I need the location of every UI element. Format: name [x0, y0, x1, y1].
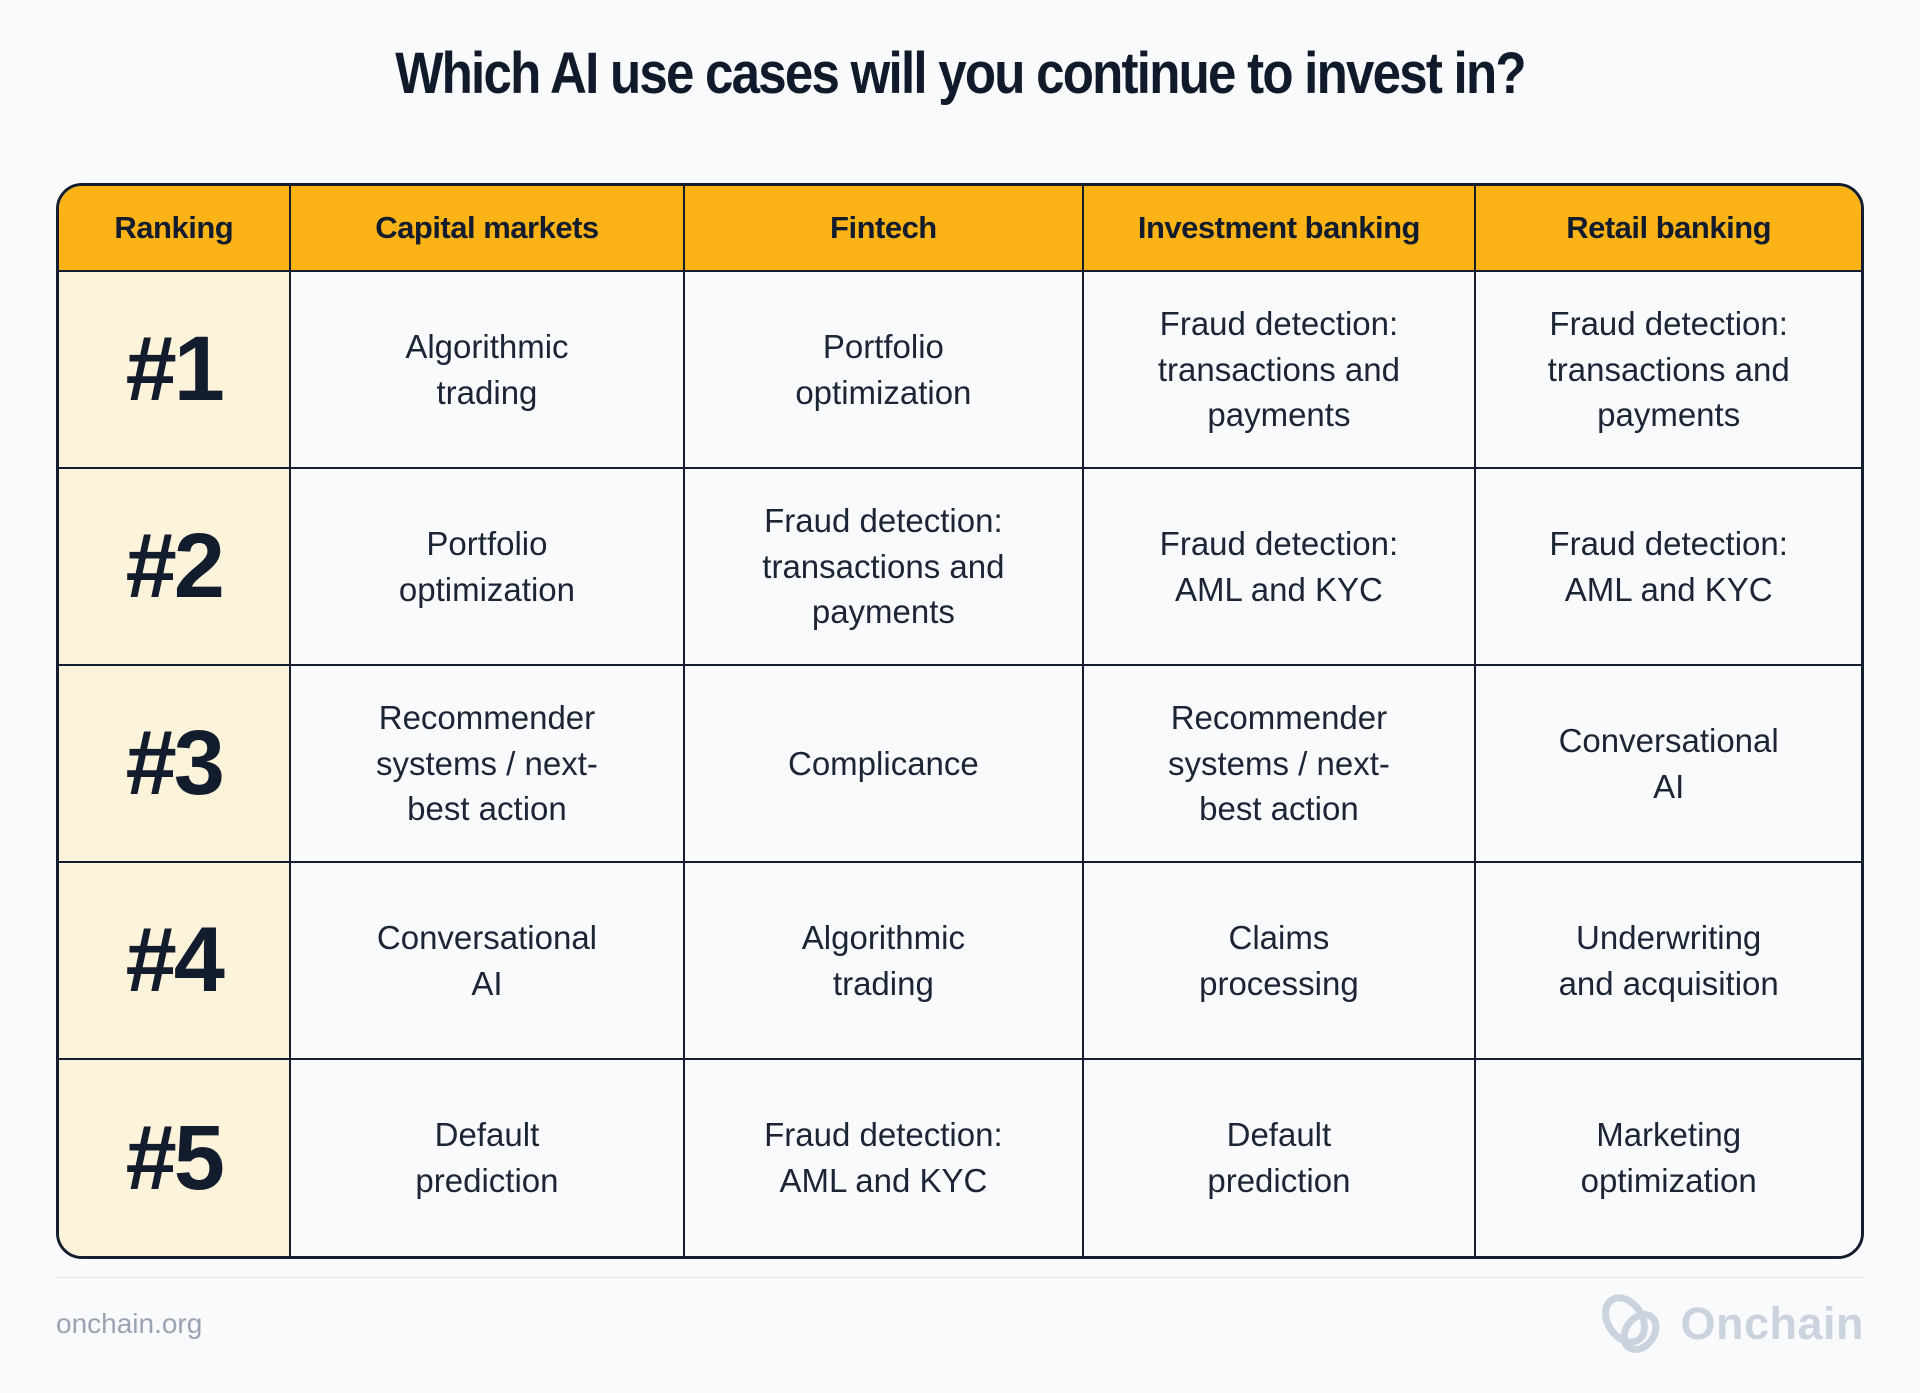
cell-r5-capital-markets: Default prediction — [288, 1058, 686, 1256]
rank-cell-3: #3 — [59, 664, 291, 863]
cell-r2-investment-banking: Fraud detection: AML and KYC — [1081, 467, 1477, 666]
rank-cell-4: #4 — [59, 861, 291, 1060]
header-investment-banking: Investment banking — [1081, 186, 1477, 272]
table-row-3: #3 Recommender systems / next- best acti… — [59, 664, 1861, 863]
cell-r2-fintech: Fraud detection: transactions and paymen… — [683, 467, 1084, 666]
cell-r3-fintech: Complicance — [683, 664, 1084, 863]
onchain-knot-icon — [1602, 1294, 1660, 1353]
cell-r1-retail-banking: Fraud detection: transactions and paymen… — [1474, 270, 1861, 469]
header-row: Ranking Capital markets Fintech Investme… — [59, 186, 1861, 272]
cell-r4-fintech: Algorithmic trading — [683, 861, 1084, 1060]
cell-r1-investment-banking: Fraud detection: transactions and paymen… — [1081, 270, 1477, 469]
cell-r2-retail-banking: Fraud detection: AML and KYC — [1474, 467, 1861, 666]
page-title: Which AI use cases will you continue to … — [395, 41, 1526, 106]
header-fintech: Fintech — [683, 186, 1084, 272]
onchain-logo: Onchain — [1598, 1292, 1864, 1356]
cell-r5-fintech: Fraud detection: AML and KYC — [683, 1058, 1084, 1256]
cell-r4-investment-banking: Claims processing — [1081, 861, 1477, 1060]
cell-r3-investment-banking: Recommender systems / next- best action — [1081, 664, 1477, 863]
table-row-1: #1 Algorithmic trading Portfolio optimiz… — [59, 270, 1861, 469]
table-row-2: #2 Portfolio optimization Fraud detectio… — [59, 467, 1861, 666]
cell-r3-retail-banking: Conversational AI — [1474, 664, 1861, 863]
header-capital-markets: Capital markets — [288, 186, 686, 272]
footer-divider — [56, 1277, 1864, 1278]
cell-r2-capital-markets: Portfolio optimization — [288, 467, 686, 666]
onchain-logo-text: Onchain — [1680, 1298, 1864, 1349]
cell-r5-investment-banking: Default prediction — [1081, 1058, 1477, 1256]
rank-cell-1: #1 — [59, 270, 291, 469]
infographic-page: Which AI use cases will you continue to … — [0, 40, 1920, 1393]
rank-cell-5: #5 — [59, 1058, 291, 1256]
cell-r1-capital-markets: Algorithmic trading — [288, 270, 686, 469]
header-ranking: Ranking — [59, 186, 291, 272]
site-url: onchain.org — [56, 1308, 203, 1339]
rank-cell-2: #2 — [59, 467, 291, 666]
cell-r3-capital-markets: Recommender systems / next- best action — [288, 664, 686, 863]
table-row-5: #5 Default prediction Fraud detection: A… — [59, 1058, 1861, 1256]
cell-r4-capital-markets: Conversational AI — [288, 861, 686, 1060]
header-retail-banking: Retail banking — [1474, 186, 1861, 272]
ranking-table: Ranking Capital markets Fintech Investme… — [56, 183, 1864, 1259]
table-row-4: #4 Conversational AI Algorithmic trading… — [59, 861, 1861, 1060]
ai-use-cases-table: Ranking Capital markets Fintech Investme… — [59, 186, 1861, 1256]
cell-r1-fintech: Portfolio optimization — [683, 270, 1084, 469]
cell-r5-retail-banking: Marketing optimization — [1474, 1058, 1861, 1256]
cell-r4-retail-banking: Underwriting and acquisition — [1474, 861, 1861, 1060]
footer: onchain.org Onchain — [56, 1292, 1864, 1356]
